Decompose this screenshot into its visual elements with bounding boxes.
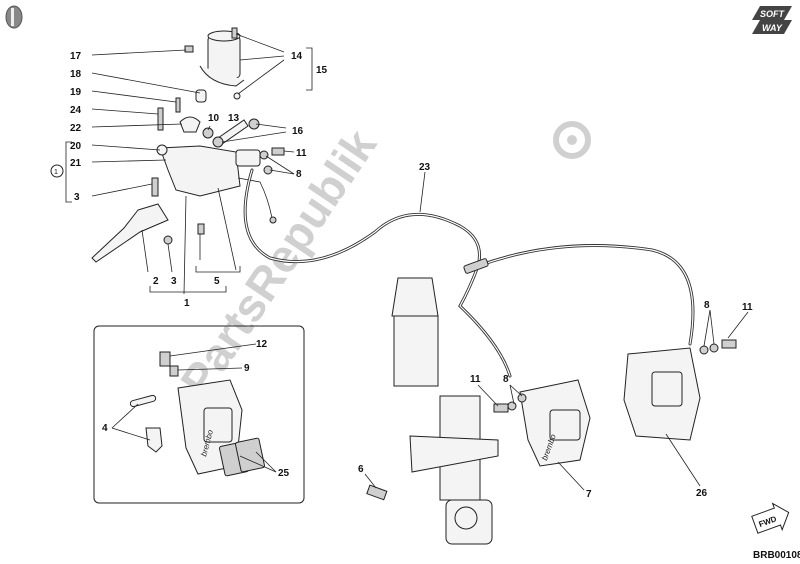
brand-line1: SOFT bbox=[760, 9, 786, 19]
bolt-24 bbox=[157, 107, 164, 131]
label-25: 25 bbox=[278, 468, 290, 479]
label-8-right: 8 bbox=[704, 300, 710, 311]
clamp-22 bbox=[179, 116, 201, 133]
leader-lines bbox=[91, 33, 749, 491]
label-24: 24 bbox=[70, 105, 82, 116]
washer-8a bbox=[259, 150, 269, 160]
bolt-6 bbox=[366, 484, 388, 501]
inset-caliper-piston bbox=[203, 407, 233, 443]
hose-right bbox=[476, 244, 695, 346]
reservoir-bracket bbox=[199, 65, 245, 87]
pad-spring bbox=[145, 427, 163, 453]
caliper-right bbox=[623, 339, 737, 441]
fitting-10 bbox=[202, 127, 214, 139]
label-14: 14 bbox=[291, 51, 303, 62]
label-21: 21 bbox=[70, 158, 82, 169]
switch-pin bbox=[197, 223, 205, 235]
label-1: 1 bbox=[184, 298, 190, 309]
label-2: 2 bbox=[153, 276, 159, 287]
brake-hoses bbox=[243, 168, 695, 378]
bolt-11a bbox=[271, 147, 285, 156]
pin-19 bbox=[175, 97, 181, 113]
label-7: 7 bbox=[586, 489, 592, 500]
label-11-top: 11 bbox=[296, 148, 307, 159]
boot-18 bbox=[195, 89, 207, 103]
label-23: 23 bbox=[419, 162, 431, 173]
label-8-top: 8 bbox=[296, 169, 302, 180]
label-13: 13 bbox=[228, 113, 240, 124]
grouping-brackets: 1 bbox=[50, 47, 313, 293]
washer-8c bbox=[507, 401, 517, 411]
corner-logo-icon bbox=[5, 5, 23, 29]
label-6: 6 bbox=[358, 464, 364, 475]
caliper-26-piston bbox=[651, 371, 683, 407]
cap-9 bbox=[169, 365, 179, 377]
label-8-mid: 8 bbox=[503, 374, 509, 385]
fork-upper bbox=[393, 315, 439, 387]
clamp-16b bbox=[212, 136, 224, 148]
label-16: 16 bbox=[292, 126, 304, 137]
label-4: 4 bbox=[102, 423, 108, 434]
label-3-bottom: 3 bbox=[171, 276, 177, 287]
bolt-3 bbox=[151, 177, 159, 197]
group-marker-glyph: 1 bbox=[54, 169, 58, 176]
label-11-mid: 11 bbox=[470, 374, 481, 385]
axle-hole bbox=[454, 506, 478, 530]
caliper-7-piston bbox=[549, 409, 581, 441]
bleeder-12 bbox=[159, 351, 171, 367]
washer-8f bbox=[709, 343, 719, 353]
washer-8e bbox=[699, 345, 709, 355]
pad-pin bbox=[129, 394, 157, 408]
watermark-gear-icon bbox=[553, 121, 591, 159]
master-cylinder-assembly bbox=[91, 27, 285, 263]
label-15: 15 bbox=[316, 65, 328, 76]
fwd-arrow-icon: FWD bbox=[751, 502, 790, 534]
caliper-mount-left bbox=[409, 435, 499, 473]
softway-brand: SOFT WAY bbox=[752, 6, 792, 34]
bolt-11c bbox=[721, 339, 737, 349]
label-18: 18 bbox=[70, 69, 82, 80]
banjo-fitting bbox=[235, 149, 261, 167]
label-22: 22 bbox=[70, 123, 82, 134]
label-9: 9 bbox=[244, 363, 250, 374]
label-11-right: 11 bbox=[742, 302, 753, 313]
group-marker-icon bbox=[50, 164, 64, 178]
fork-leg bbox=[391, 277, 499, 545]
washer-8d bbox=[517, 393, 527, 403]
label-10: 10 bbox=[208, 113, 220, 124]
nut-3 bbox=[163, 235, 173, 245]
label-20: 20 bbox=[70, 141, 82, 152]
label-19: 19 bbox=[70, 87, 82, 98]
fork-top bbox=[391, 277, 439, 317]
label-17: 17 bbox=[70, 51, 82, 62]
switch-connector bbox=[269, 216, 277, 224]
hose-splitter bbox=[463, 258, 489, 274]
label-12: 12 bbox=[256, 339, 268, 350]
screw-17 bbox=[184, 45, 194, 53]
label-26: 26 bbox=[696, 488, 708, 499]
brake-lever bbox=[91, 203, 169, 263]
inset-frame bbox=[93, 325, 305, 504]
label-3-top: 3 bbox=[74, 192, 80, 203]
bolt-11b bbox=[493, 403, 509, 413]
switch-wire bbox=[237, 177, 273, 219]
brand-line2: WAY bbox=[762, 23, 783, 33]
bracket-screw bbox=[233, 92, 241, 100]
callout-labels: 17 18 19 24 22 20 21 3 10 13 14 15 16 11… bbox=[70, 51, 753, 500]
master-cylinder-body bbox=[159, 145, 241, 197]
drawing-code: BRB00108 bbox=[753, 550, 800, 561]
caliper-left: brembo bbox=[493, 379, 591, 467]
label-5: 5 bbox=[214, 276, 220, 287]
reservoir-pin bbox=[231, 27, 238, 39]
